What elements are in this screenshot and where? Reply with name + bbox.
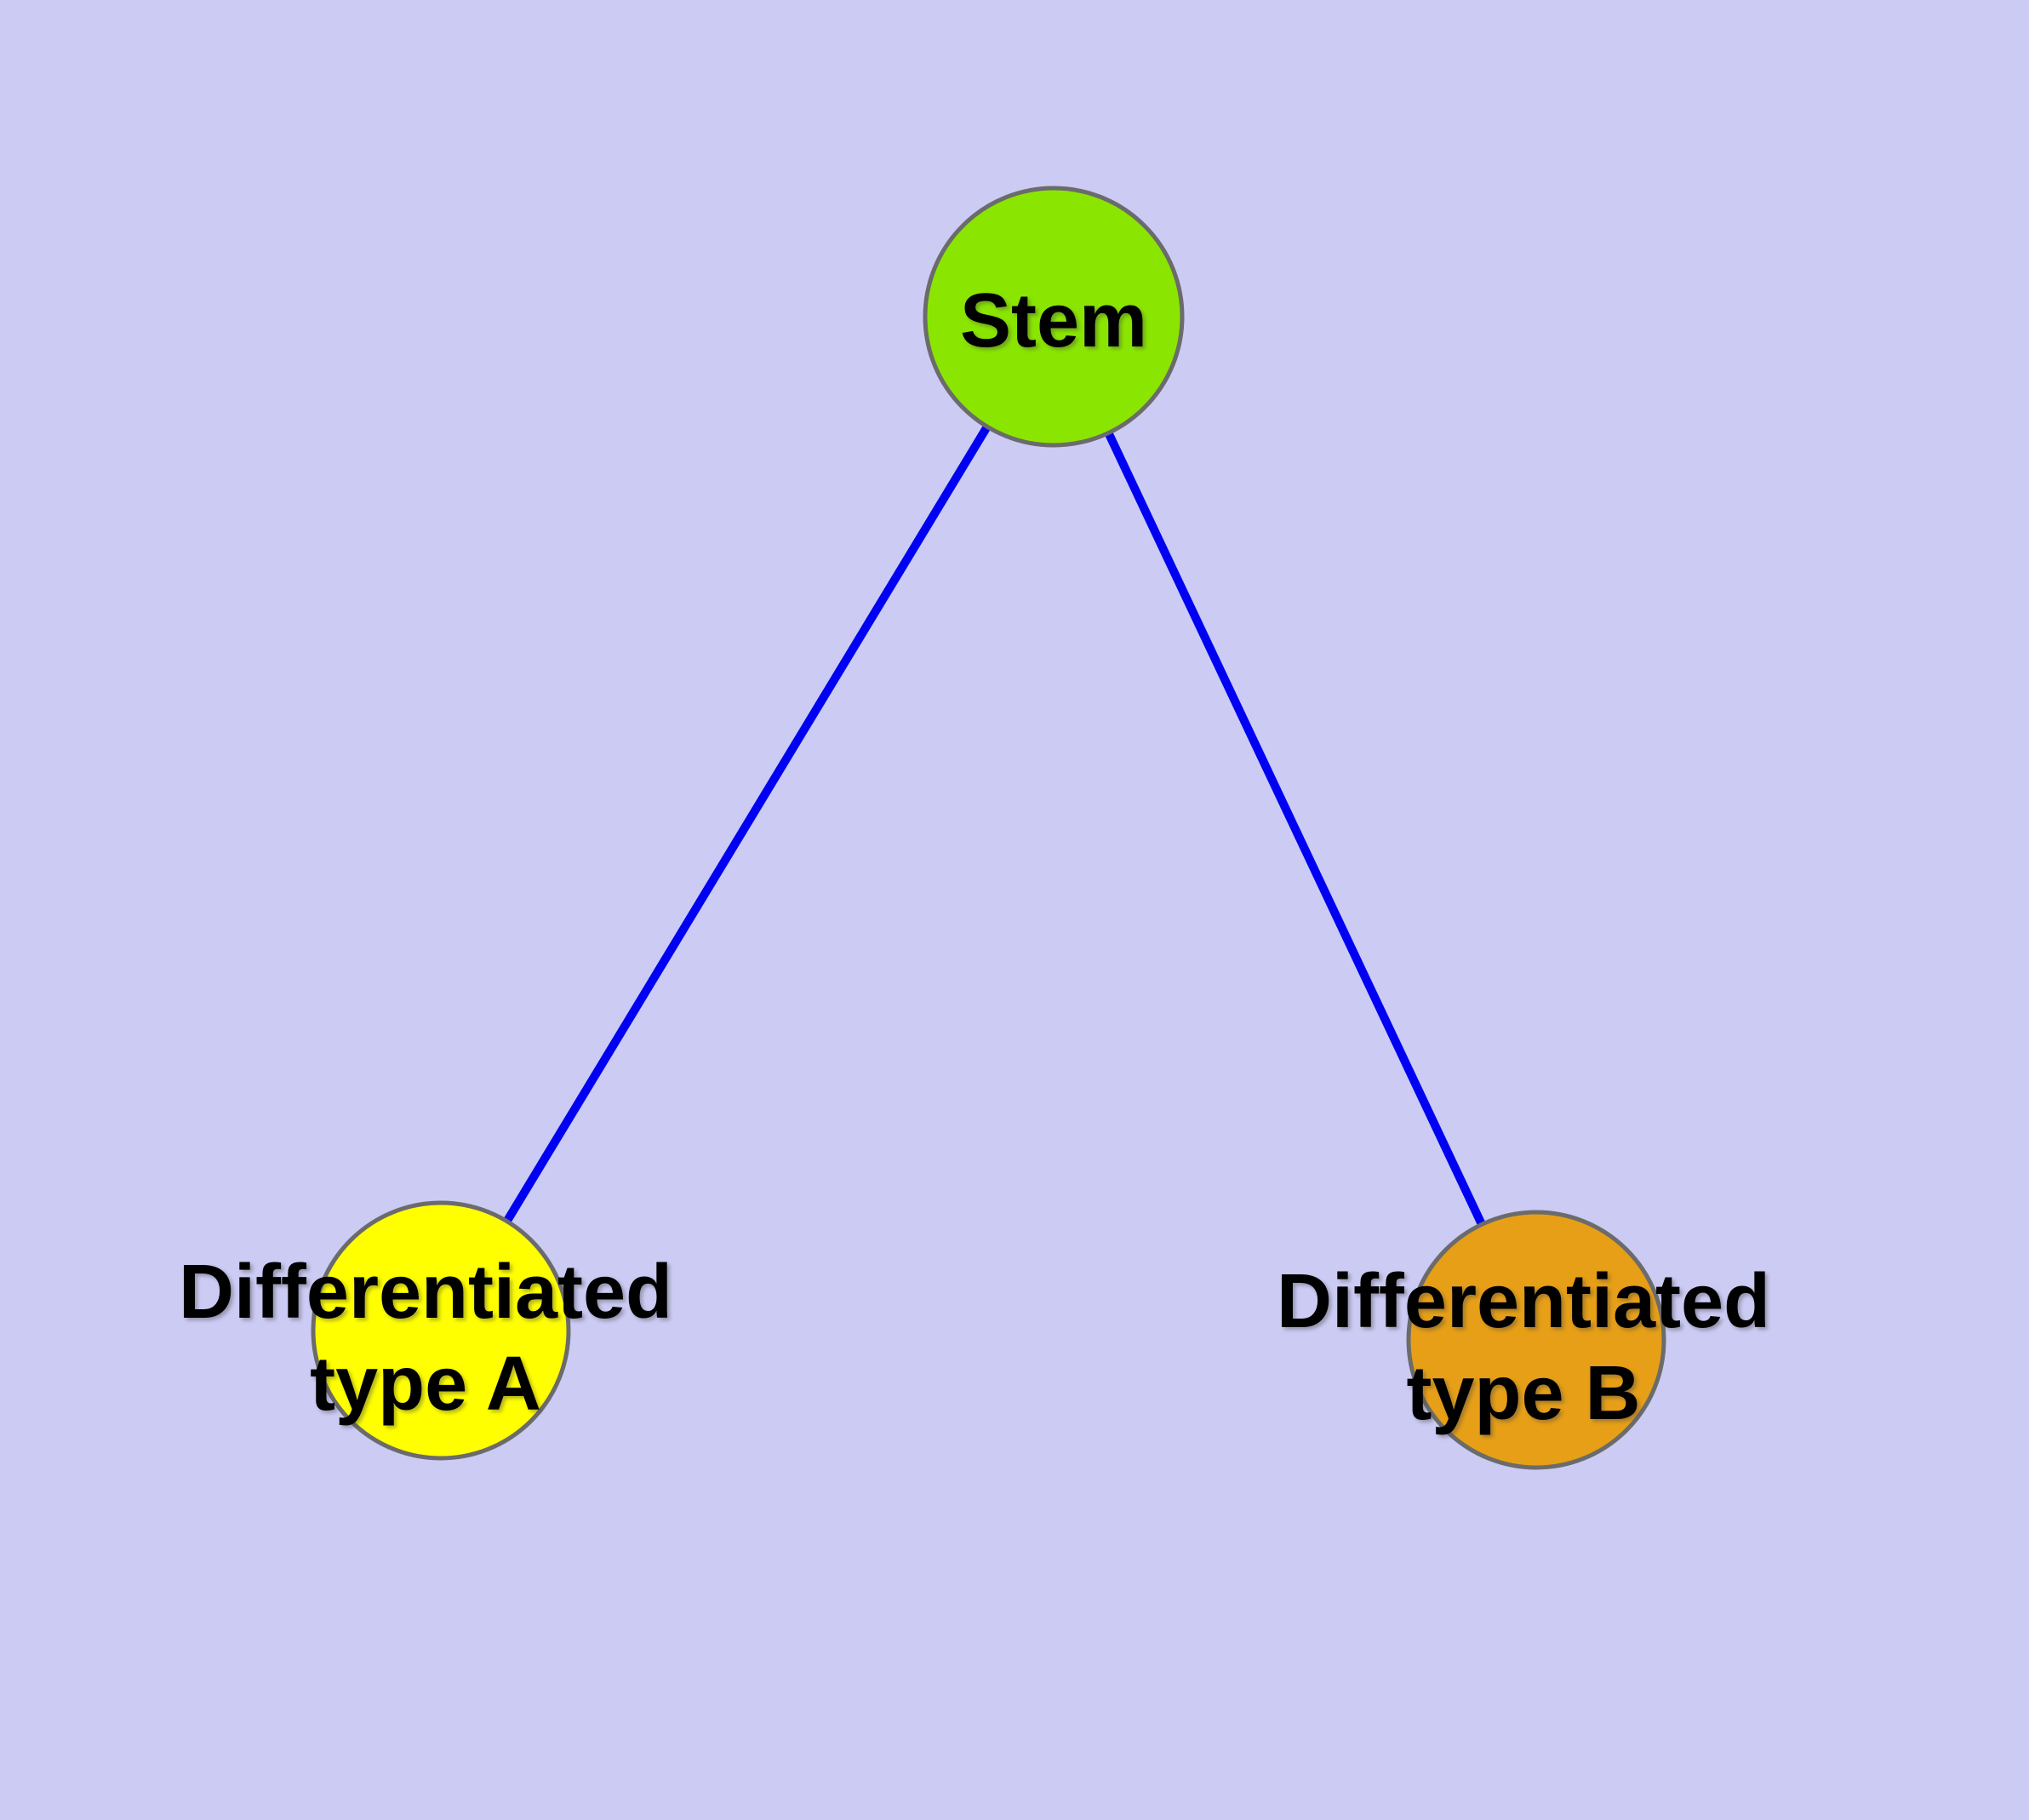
node-differentiated-type-b[interactable] [1406,1210,1666,1470]
edge-stem-to-type-a[interactable] [437,314,1058,1333]
edge-stem-to-type-b[interactable] [1049,314,1540,1342]
node-differentiated-type-a[interactable] [311,1200,571,1461]
node-stem[interactable] [923,186,1185,448]
